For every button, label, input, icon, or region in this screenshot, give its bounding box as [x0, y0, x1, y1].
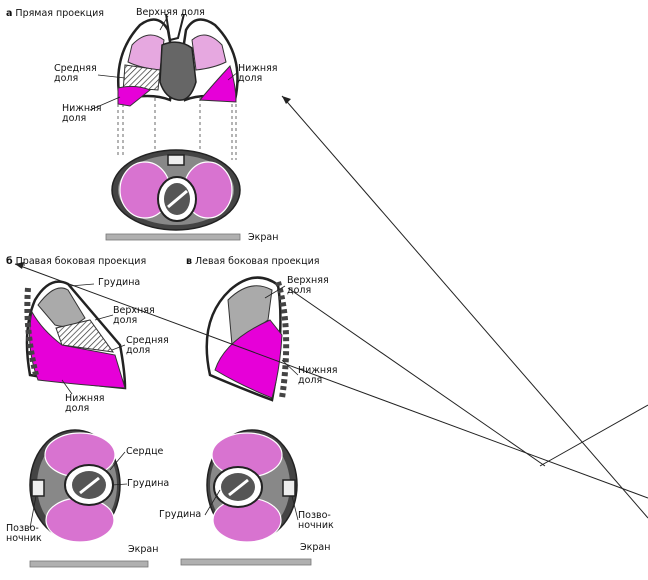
overlay-lines	[14, 95, 648, 519]
label-lower-lobe-a-right: Нижняя доля	[238, 63, 278, 84]
panel-b-letter: б	[6, 256, 13, 267]
frontal-lungs	[116, 13, 239, 107]
screen-bar-b	[29, 560, 149, 568]
label-middle-lobe-b: Средняя доля	[126, 335, 169, 356]
label-middle-lobe-a: Средняя доля	[54, 63, 97, 84]
label-sternum-c: Грудина	[159, 509, 202, 520]
label-lower-lobe-b: Нижняя доля	[65, 393, 105, 414]
label-upper-lobe-b: Верхняя доля	[113, 305, 155, 326]
projection-guides-a	[117, 98, 237, 160]
label-lower-lobe-c: Нижняя доля	[298, 365, 338, 386]
label-screen-b: Экран	[128, 544, 159, 555]
panel-c-letter: в	[186, 256, 193, 267]
screen-bar-a	[105, 233, 241, 241]
arrowhead-left	[15, 262, 24, 269]
label-upper-lobe-a: Верхняя доля	[136, 7, 205, 18]
panel-b-title: Правая боковая проекция	[15, 256, 147, 267]
leader-lines	[29, 15, 299, 529]
label-lower-lobe-a-left: Нижняя доля	[62, 103, 102, 124]
panel-a-title: Прямая проекция	[15, 8, 105, 19]
panel-a-letter: а	[6, 8, 13, 19]
axial-section-c	[206, 429, 298, 543]
label-heart-b: Сердце	[126, 446, 164, 457]
label-spine-b: Позво- ночник	[6, 523, 42, 544]
label-sternum-b: Грудина	[98, 277, 141, 288]
label-screen-a: Экран	[248, 232, 279, 243]
label-upper-lobe-c: Верхняя доля	[287, 275, 329, 296]
axial-section-b	[29, 429, 121, 543]
screen-bar-c	[180, 558, 312, 566]
axial-section-a	[111, 149, 241, 231]
label-spine-c: Позво- ночник	[298, 510, 334, 531]
panel-c-title: Левая боковая проекция	[195, 256, 320, 267]
label-screen-c: Экран	[300, 542, 331, 553]
label-sternum2-b: Грудина	[127, 478, 170, 489]
right-lateral-lung	[24, 280, 127, 390]
arrowhead-upper	[282, 96, 291, 104]
left-lateral-lung	[205, 276, 290, 402]
